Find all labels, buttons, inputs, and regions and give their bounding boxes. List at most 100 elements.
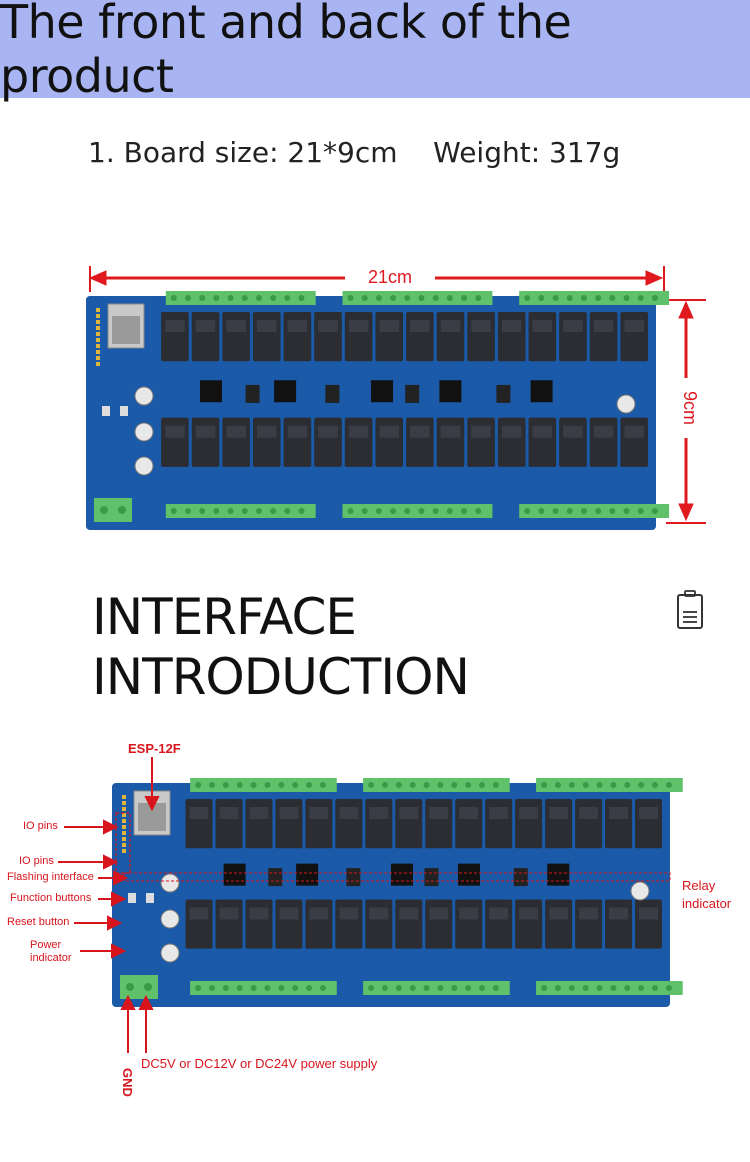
ic-chip: [371, 380, 393, 403]
header-pin: [122, 807, 126, 811]
terminal-screw: [554, 985, 561, 991]
terminal-block: [519, 504, 670, 518]
terminal-screw: [566, 295, 573, 301]
terminal-screw: [381, 782, 388, 788]
terminal-screw: [195, 782, 202, 788]
relay: [275, 899, 303, 949]
terminal-screw: [395, 782, 402, 788]
relay: [406, 417, 434, 467]
terminal-screw: [241, 508, 248, 514]
relay-label: [287, 320, 308, 332]
terminal-screw: [170, 508, 177, 514]
terminal-screw: [446, 508, 453, 514]
ic-chip: [245, 384, 260, 403]
terminal-screw: [213, 295, 220, 301]
capacitor: [630, 881, 650, 901]
relay-label: [489, 907, 509, 920]
relay: [252, 312, 281, 362]
relay: [467, 417, 495, 467]
relay: [395, 899, 423, 949]
relay-label: [501, 320, 522, 332]
terminal-screw: [409, 985, 416, 991]
board-photo-top: 21cm 9cm: [86, 266, 706, 530]
terminal-block: [519, 291, 670, 305]
relay-label: [593, 425, 614, 438]
header-pin: [122, 831, 126, 835]
terminal-screw: [213, 508, 220, 514]
terminal-screw: [437, 782, 444, 788]
header-pin: [96, 308, 100, 312]
terminal-screw: [432, 295, 439, 301]
terminal-screw: [381, 985, 388, 991]
relay: [545, 799, 573, 849]
relay: [635, 899, 662, 949]
button: [128, 893, 136, 903]
relay-label: [501, 425, 522, 438]
terminal-screw: [524, 508, 531, 514]
terminal-screw: [524, 295, 531, 301]
terminal-screw: [404, 508, 411, 514]
ic-chip: [457, 863, 480, 886]
relay: [485, 799, 513, 849]
relay: [283, 417, 312, 467]
terminal-screw: [580, 508, 587, 514]
terminal-screw: [465, 985, 472, 991]
power-indicator-label-2: indicator: [30, 952, 72, 964]
terminal-screw: [596, 782, 603, 788]
spec-line: 1. Board size: 21*9cm Weight: 317g: [88, 136, 620, 169]
relay-label: [165, 320, 185, 332]
relay: [545, 899, 573, 949]
board-size-text: 1. Board size: 21*9cm: [88, 136, 398, 169]
relay: [185, 799, 213, 849]
terminal-screw: [319, 985, 326, 991]
terminal-screw: [624, 782, 631, 788]
relay: [314, 417, 342, 467]
header-pin: [96, 338, 100, 342]
relay-label: [219, 807, 239, 819]
relay-label: [410, 425, 430, 438]
relay: [335, 799, 363, 849]
terminal-screw: [651, 295, 658, 301]
io-pins-label-2: IO pins: [19, 855, 54, 867]
terminal-screw: [298, 508, 305, 514]
header-pin: [122, 837, 126, 841]
terminal-screw: [270, 295, 277, 301]
button: [120, 406, 128, 416]
power-terminal: [120, 975, 158, 999]
relay: [252, 417, 281, 467]
terminal-screw: [306, 985, 313, 991]
relay: [575, 799, 603, 849]
terminal-screw: [368, 985, 375, 991]
relay-label: [532, 320, 553, 332]
relay-label: [256, 320, 277, 332]
header-pin: [122, 819, 126, 823]
ic-chip: [200, 380, 222, 403]
ic-chip: [424, 868, 439, 887]
terminal-screw: [552, 508, 559, 514]
terminal-screw: [278, 985, 285, 991]
relay-label: [318, 425, 338, 438]
capacitor: [160, 909, 180, 929]
relay-label: [379, 425, 400, 438]
relay: [605, 899, 633, 949]
terminal-screw: [278, 782, 285, 788]
terminal-screw: [208, 782, 215, 788]
terminal-screw: [595, 295, 602, 301]
terminal-screw: [236, 985, 243, 991]
header-pin: [122, 801, 126, 805]
relay: [589, 312, 618, 362]
width-label: 21cm: [368, 267, 412, 287]
annotation-arrows: [58, 757, 160, 1053]
relay: [436, 417, 465, 467]
terminal-screw: [222, 985, 229, 991]
terminal-screw: [610, 782, 617, 788]
section-heading-line2: INTRODUCTION: [92, 648, 470, 706]
terminal-screw: [665, 782, 672, 788]
relay-label: [609, 907, 629, 920]
relay-label: [429, 807, 449, 819]
terminal-screw: [568, 985, 575, 991]
relay-label: [579, 907, 599, 920]
relay-label: [489, 807, 509, 819]
relay: [497, 417, 526, 467]
capacitor: [160, 943, 180, 963]
